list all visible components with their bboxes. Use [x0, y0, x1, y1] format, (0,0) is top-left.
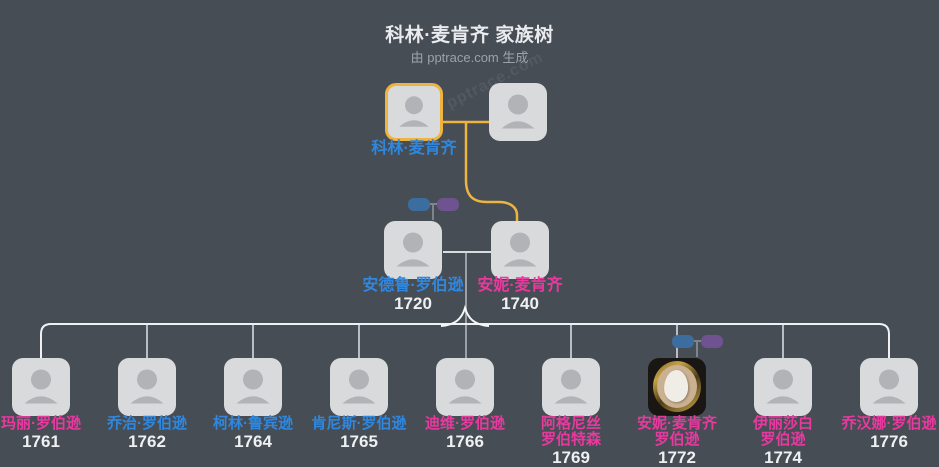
person-card-child-1[interactable]	[12, 358, 70, 416]
person-label-child-5: 迪维·罗伯逊 1766	[405, 416, 525, 451]
avatar-icon	[396, 232, 430, 267]
person-name: 安妮·麦肯齐 罗伯逊	[637, 415, 717, 448]
person-year: 1765	[340, 432, 378, 451]
person-label-child-8: 伊丽莎白 罗伯逊 1774	[723, 416, 843, 467]
person-label-root: 科林·麦肯齐	[354, 141, 474, 157]
person-label-mother: 安妮·麦肯齐 1740	[460, 278, 580, 313]
spouse-link-blue-icon[interactable]	[408, 198, 430, 211]
person-year: 1764	[234, 432, 272, 451]
person-name: 玛丽·罗伯逊	[1, 415, 81, 432]
person-name: 阿格尼丝 罗伯特森	[540, 415, 601, 448]
avatar-icon	[501, 94, 535, 129]
person-card-child-9[interactable]	[860, 358, 918, 416]
person-year: 1766	[446, 432, 484, 451]
person-card-mother[interactable]	[491, 221, 549, 279]
person-card-child-7[interactable]	[648, 358, 706, 416]
person-label-child-4: 肯尼斯·罗伯逊 1765	[299, 416, 419, 451]
person-card-child-8[interactable]	[754, 358, 812, 416]
person-name: 肯尼斯·罗伯逊	[311, 415, 407, 432]
rail-junction-flare	[440, 304, 490, 327]
person-label-child-2: 乔治·罗伯逊 1762	[87, 416, 207, 451]
person-year: 1740	[501, 294, 539, 313]
spouse-link-blue-icon[interactable]	[672, 335, 694, 348]
person-label-child-1: 玛丽·罗伯逊 1761	[0, 416, 101, 451]
person-name: 乔治·罗伯逊	[107, 415, 187, 432]
avatar-icon	[872, 369, 906, 404]
person-card-root-spouse[interactable]	[489, 83, 547, 141]
person-year: 1761	[22, 432, 60, 451]
person-card-child-2[interactable]	[118, 358, 176, 416]
person-name: 迪维·罗伯逊	[425, 415, 505, 432]
person-year: 1776	[870, 432, 908, 451]
spouse-link-purple-icon[interactable]	[437, 198, 459, 211]
person-label-father: 安德鲁·罗伯逊 1720	[353, 278, 473, 313]
person-name: 伊丽莎白 罗伯逊	[752, 415, 813, 448]
portrait-photo	[653, 361, 701, 412]
person-card-child-6[interactable]	[542, 358, 600, 416]
person-card-root[interactable]	[385, 83, 443, 141]
person-year: 1769	[552, 448, 590, 467]
avatar-icon	[399, 96, 429, 127]
page-subtitle: 由 pptrace.com 生成	[410, 50, 529, 65]
person-label-child-3: 柯林·鲁宾逊 1764	[193, 416, 313, 451]
avatar-icon	[766, 369, 800, 404]
person-name: 安妮·麦肯齐	[477, 277, 563, 294]
person-name: 安德鲁·罗伯逊	[362, 277, 464, 294]
person-year: 1762	[128, 432, 166, 451]
avatar-icon	[342, 369, 376, 404]
person-label-child-6: 阿格尼丝 罗伯特森 1769	[511, 416, 631, 467]
person-label-child-7: 安妮·麦肯齐 罗伯逊 1772	[617, 416, 737, 467]
person-card-father[interactable]	[384, 221, 442, 279]
avatar-icon	[448, 369, 482, 404]
avatar-icon	[503, 232, 537, 267]
person-card-child-3[interactable]	[224, 358, 282, 416]
avatar-icon	[236, 369, 270, 404]
person-name: 柯林·鲁宾逊	[213, 415, 293, 432]
person-card-child-5[interactable]	[436, 358, 494, 416]
person-year: 1774	[764, 448, 802, 467]
root-to-child-line	[464, 122, 519, 222]
person-label-child-9: 乔汉娜·罗伯逊 1776	[829, 416, 939, 451]
avatar-icon	[130, 369, 164, 404]
avatar-icon	[554, 369, 588, 404]
children-rail	[40, 323, 890, 358]
person-name: 乔汉娜·罗伯逊	[841, 415, 937, 432]
person-year: 1772	[658, 448, 696, 467]
person-card-child-4[interactable]	[330, 358, 388, 416]
spouse-link-purple-icon[interactable]	[701, 335, 723, 348]
avatar-icon	[24, 369, 58, 404]
page-title: 科林·麦肯齐 家族树	[385, 25, 554, 46]
person-name: 科林·麦肯齐	[371, 140, 457, 157]
person-year: 1720	[394, 294, 432, 313]
